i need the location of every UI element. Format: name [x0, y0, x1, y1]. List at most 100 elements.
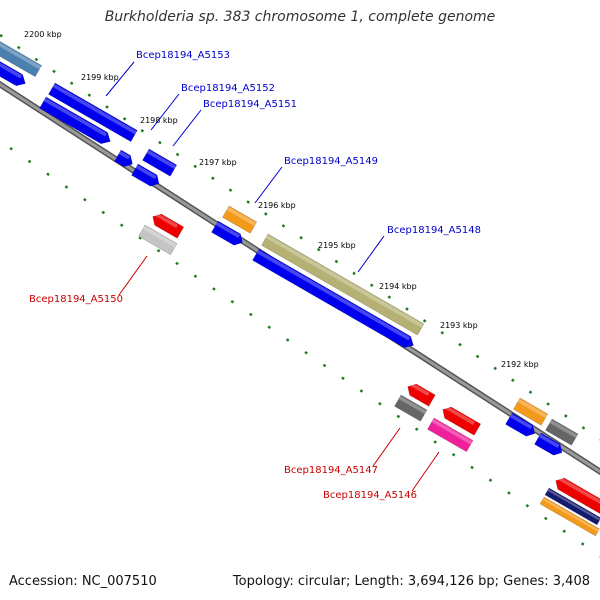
gene-block-darkgray: [394, 394, 428, 422]
gene-block-darkgray-body: [545, 418, 579, 446]
gene-block-blue-body: [505, 412, 536, 437]
gene-block-orange-shine: [226, 206, 257, 226]
gene-block-lightgray: [138, 224, 178, 256]
gene-label: Bcep18194_A5146: [323, 490, 417, 501]
gene-label-leader: [118, 255, 148, 296]
gene-block-blue-shine: [509, 413, 533, 429]
gene-block-blue-shine: [538, 433, 560, 448]
tick-mark-forward: [440, 331, 445, 335]
tick-mark-reverse: [544, 516, 548, 521]
tick-mark-reverse: [212, 287, 216, 291]
tick-mark-forward: [158, 140, 162, 145]
tick-mark-reverse: [562, 529, 566, 533]
gene-block-lightgray-shine: [142, 225, 177, 248]
tick-mark-forward: [87, 93, 92, 97]
gene-block-orange-shine: [517, 398, 548, 418]
tick-mark-reverse: [525, 503, 530, 508]
tick-mark-forward: [458, 342, 462, 347]
gene-block-orange: [539, 496, 600, 537]
tick-mark-reverse: [580, 542, 585, 546]
tick-mark-forward: [246, 200, 250, 204]
genome-summary-text: Topology: circular; Length: 3,694,126 bp…: [232, 574, 590, 589]
gene-block-red: [407, 381, 436, 407]
tick-mark-forward: [122, 117, 127, 121]
kbp-label: 2192 kbp: [501, 360, 539, 369]
gene-label: Bcep18194_A5152: [181, 83, 275, 94]
tick-mark-forward: [16, 45, 21, 50]
tick-mark-reverse: [451, 452, 456, 457]
gene-block-blue: [505, 412, 536, 437]
tick-mark-forward: [546, 402, 550, 406]
gene-block-orange: [513, 397, 549, 426]
gene-block-blue: [211, 220, 243, 246]
gene-block-khaki: [261, 233, 425, 336]
tick-mark-reverse: [433, 440, 437, 444]
gene-block-red-body: [555, 477, 600, 517]
tick-mark-forward: [511, 378, 515, 383]
gene-label: Bcep18194_A5147: [284, 465, 378, 476]
gene-block-darkgray: [545, 418, 579, 446]
tick-mark-reverse: [285, 338, 290, 342]
tick-mark-forward: [193, 164, 197, 169]
tick-mark-reverse: [341, 376, 345, 380]
gene-block-darkgray-body: [394, 394, 428, 422]
tick-mark-forward: [211, 176, 215, 181]
gene-block-red-body: [152, 213, 185, 239]
gene-block-red: [555, 475, 600, 517]
tick-mark-forward: [528, 390, 533, 394]
tick-mark-forward: [34, 57, 39, 62]
gene-label-leader: [357, 235, 385, 273]
tick-mark-forward: [387, 295, 392, 299]
tick-mark-reverse: [64, 185, 69, 189]
gene-block-steelblue-body: [0, 37, 43, 78]
tick-mark-forward: [422, 319, 427, 323]
gene-label-leader: [411, 451, 440, 492]
tick-mark-forward: [228, 188, 233, 192]
gene-block-red-shine: [408, 381, 430, 396]
tick-mark-forward: [281, 224, 286, 228]
tick-mark-reverse: [267, 325, 271, 329]
gene-block-red-shine: [556, 475, 600, 506]
tick-mark-reverse: [175, 261, 179, 266]
tick-mark-forward: [264, 212, 268, 216]
gene-block-orange-shine: [542, 497, 599, 532]
gene-block-khaki-shine: [265, 234, 424, 328]
gene-block-blue: [39, 96, 111, 144]
tick-mark-reverse: [414, 427, 419, 431]
gene-block-orange-body: [513, 397, 549, 426]
gene-label-leader: [254, 166, 283, 204]
gene-block-blue-body: [131, 163, 160, 187]
gene-label: Bcep18194_A5150: [29, 294, 123, 305]
tick-mark-reverse: [322, 363, 327, 368]
gene-block-blue-shine: [146, 149, 177, 169]
tick-mark-reverse: [193, 274, 198, 278]
tick-mark-reverse: [249, 312, 253, 317]
gene-block-navy-body: [544, 487, 600, 526]
gene-block-red: [152, 211, 185, 239]
gene-block-orange-body: [222, 205, 258, 234]
tick-mark-forward: [299, 235, 303, 240]
gene-block-orange-body: [539, 496, 600, 537]
tick-mark-reverse: [83, 197, 87, 202]
tick-mark-reverse: [470, 465, 474, 470]
tick-mark-reverse: [378, 401, 382, 406]
tick-mark-forward: [581, 426, 586, 430]
gene-label: Bcep18194_A5148: [387, 225, 481, 236]
gene-block-navy-shine: [547, 488, 600, 521]
tick-mark-reverse: [156, 248, 161, 253]
gene-block-blue-body: [211, 220, 243, 246]
gene-block-blue-body: [48, 82, 138, 143]
gene-block-blue-body: [0, 57, 26, 86]
tick-mark-forward: [0, 33, 3, 38]
tick-mark-reverse: [138, 236, 142, 240]
map-title: Burkholderia sp. 383 chromosome 1, compl…: [104, 9, 496, 25]
kbp-label: 2199 kbp: [81, 73, 119, 82]
gene-block-blue-shine: [256, 249, 411, 341]
tick-mark-reverse: [304, 350, 308, 355]
gene-label-leader: [105, 61, 135, 97]
tick-mark-reverse: [230, 299, 235, 304]
tick-mark-forward: [334, 259, 339, 264]
gene-block-red-shine: [153, 211, 179, 228]
